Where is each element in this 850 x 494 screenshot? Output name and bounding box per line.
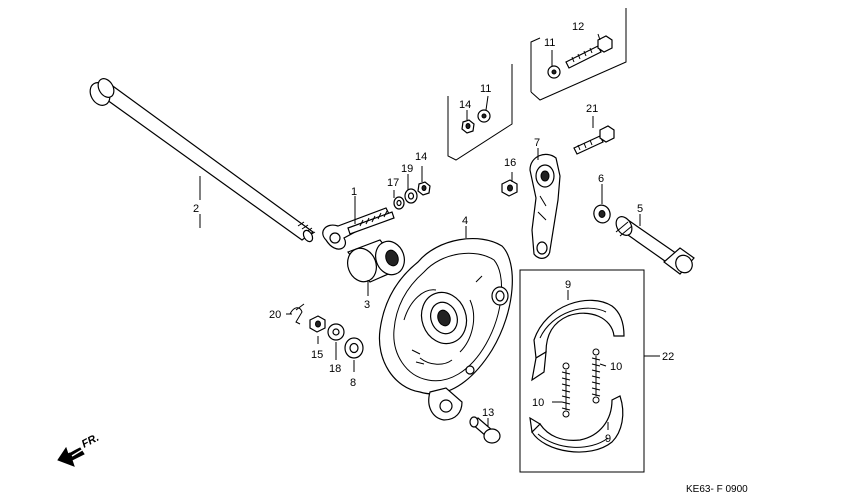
collar [347,239,405,283]
callout-15: 15 [311,349,323,361]
nut-14-upper [417,181,431,196]
washer-17 [393,196,405,210]
callout-13: 13 [482,407,494,419]
callout-18: 18 [329,363,341,375]
washer-18 [327,323,345,341]
washer-19 [404,188,418,204]
nut-15 [309,315,326,333]
leader-lines [199,33,660,430]
callout-14-middle: 14 [459,99,471,111]
callout-12: 12 [572,21,584,33]
brake-cam [615,216,695,275]
callout-11-middle: 11 [480,83,491,95]
callout-8: 8 [350,377,356,389]
front-direction-indicator: FR. [57,432,101,467]
bolt-13 [469,416,501,444]
brake-panel [378,238,513,421]
callout-labels: 2 1 3 4 5 6 7 8 9 9 10 10 11 11 12 13 14… [193,21,674,445]
callout-14-upper: 14 [415,151,427,163]
nut-16 [501,179,518,197]
bolt-21 [573,125,615,155]
callout-10-right: 10 [610,361,622,373]
callout-19: 19 [401,163,413,175]
brake-shoe-lower [529,395,624,453]
brake-shoe-upper [531,299,625,382]
callout-17: 17 [387,177,399,189]
axle [89,78,316,243]
callout-4: 4 [462,215,468,227]
return-spring-1 [561,362,571,418]
callout-11-upper: 11 [544,37,555,49]
return-spring-2 [591,348,601,404]
callout-20: 20 [269,309,281,321]
callout-16: 16 [504,157,516,169]
callout-9-upper: 9 [565,279,571,291]
front-direction-label: FR. [80,432,101,451]
middle-bracket-group [447,64,513,161]
callout-3: 3 [364,299,370,311]
diagram-code: KE63- F 0900 [686,484,748,494]
callout-5: 5 [637,203,643,215]
callout-6: 6 [598,173,604,185]
cam-washer [593,204,611,224]
callout-21: 21 [586,103,598,115]
front-arrow-icon [57,445,85,467]
callout-10-left: 10 [532,397,544,409]
callout-2: 2 [193,203,199,215]
callout-9-lower: 9 [605,433,611,445]
callout-1: 1 [351,186,357,198]
brake-arm [529,153,561,259]
upper-bracket-group [530,8,627,101]
callout-22: 22 [662,351,674,363]
cotter-pin [289,303,305,325]
washer-8 [344,337,364,359]
brake-shoe-kit-box [519,269,645,473]
callout-7: 7 [534,137,540,149]
axle-adjuster [322,207,395,250]
